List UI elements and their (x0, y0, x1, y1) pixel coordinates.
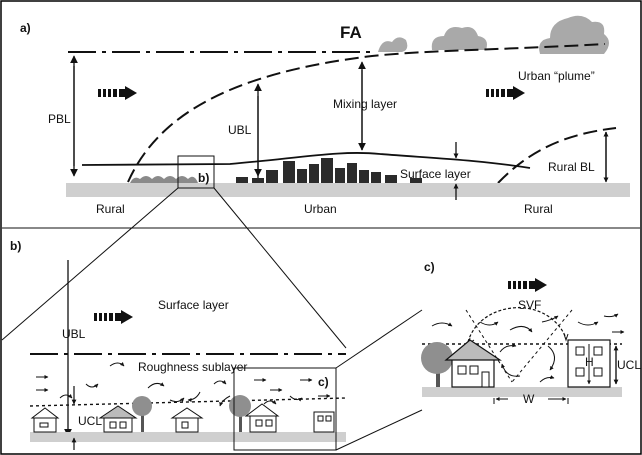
tree-icon (421, 342, 453, 387)
house-icon (444, 339, 502, 388)
panel-c-tag: c) (424, 260, 435, 274)
inset-c-tag: c) (318, 375, 329, 389)
tree-icon (132, 396, 152, 432)
inset-b-box (177, 155, 215, 189)
house-icon (170, 407, 204, 433)
zoom-line-left (1, 187, 179, 341)
svf-line-right (511, 309, 573, 383)
plume-cloud-3 (539, 15, 609, 54)
wind-arrow-icon (508, 278, 547, 292)
ucl-line-b (29, 397, 347, 407)
rural-left-label: Rural (96, 202, 125, 216)
tree-icon (229, 395, 251, 432)
mixing-layer-label: Mixing layer (333, 97, 397, 111)
inset-b-tag: b) (198, 171, 209, 185)
wind-arrow-icon (94, 310, 133, 324)
house-icon (313, 411, 335, 433)
wind-arrow-icon (98, 86, 137, 100)
svf-arc (467, 307, 567, 343)
zoom-line-right (213, 187, 347, 349)
ground-strip-c (422, 387, 622, 397)
house-icon (30, 407, 60, 433)
zoom-line-c-top (335, 309, 423, 369)
ground-strip-b (30, 432, 346, 442)
roughness-sublayer-label: Roughness sublayer (138, 360, 247, 374)
ucl-label-b: UCL (78, 414, 102, 428)
free-atmosphere-label: FA (340, 23, 362, 42)
canyon-flow-arrows (431, 313, 625, 383)
ubl-dome-line (127, 43, 606, 183)
panel-b-tag: b) (10, 239, 21, 253)
inset-c-box (233, 367, 337, 451)
plume-cloud-1 (378, 37, 408, 52)
wind-arrow-icon (486, 86, 525, 100)
surface-layer-label-a: Surface layer (400, 167, 471, 181)
plume-cloud-2 (431, 27, 487, 50)
h-label: H (585, 355, 594, 369)
svf-label: SVF (518, 298, 541, 312)
surface-layer-label-b: Surface layer (158, 298, 229, 312)
w-label: W (523, 392, 535, 406)
ubl-label-a: UBL (228, 123, 252, 137)
panel-a: a) FA (20, 15, 630, 216)
turbulence-arrows (36, 362, 331, 407)
urban-label: Urban (304, 202, 337, 216)
rural-vegetation (130, 176, 198, 183)
urban-plume-label: Urban “plume” (518, 69, 595, 83)
rural-bl-line (497, 127, 617, 184)
ground-strip-a (66, 183, 630, 197)
house-icon (98, 405, 138, 433)
house-icon (244, 403, 280, 433)
ubl-label-b: UBL (62, 327, 86, 341)
pbl-label: PBL (48, 112, 71, 126)
rural-bl-label: Rural BL (548, 160, 595, 174)
panel-b: b) UBL Surface layer Roughness sublayer (10, 239, 347, 451)
rural-right-label: Rural (524, 202, 553, 216)
svf-line-left (465, 309, 513, 383)
city-buildings (236, 158, 422, 183)
ucl-label-c: UCL (617, 358, 641, 372)
zoom-line-c-bottom (335, 409, 423, 451)
panel-a-tag: a) (20, 21, 31, 35)
panel-c: c) SVF (421, 260, 641, 406)
surface-layer-line (81, 152, 531, 169)
